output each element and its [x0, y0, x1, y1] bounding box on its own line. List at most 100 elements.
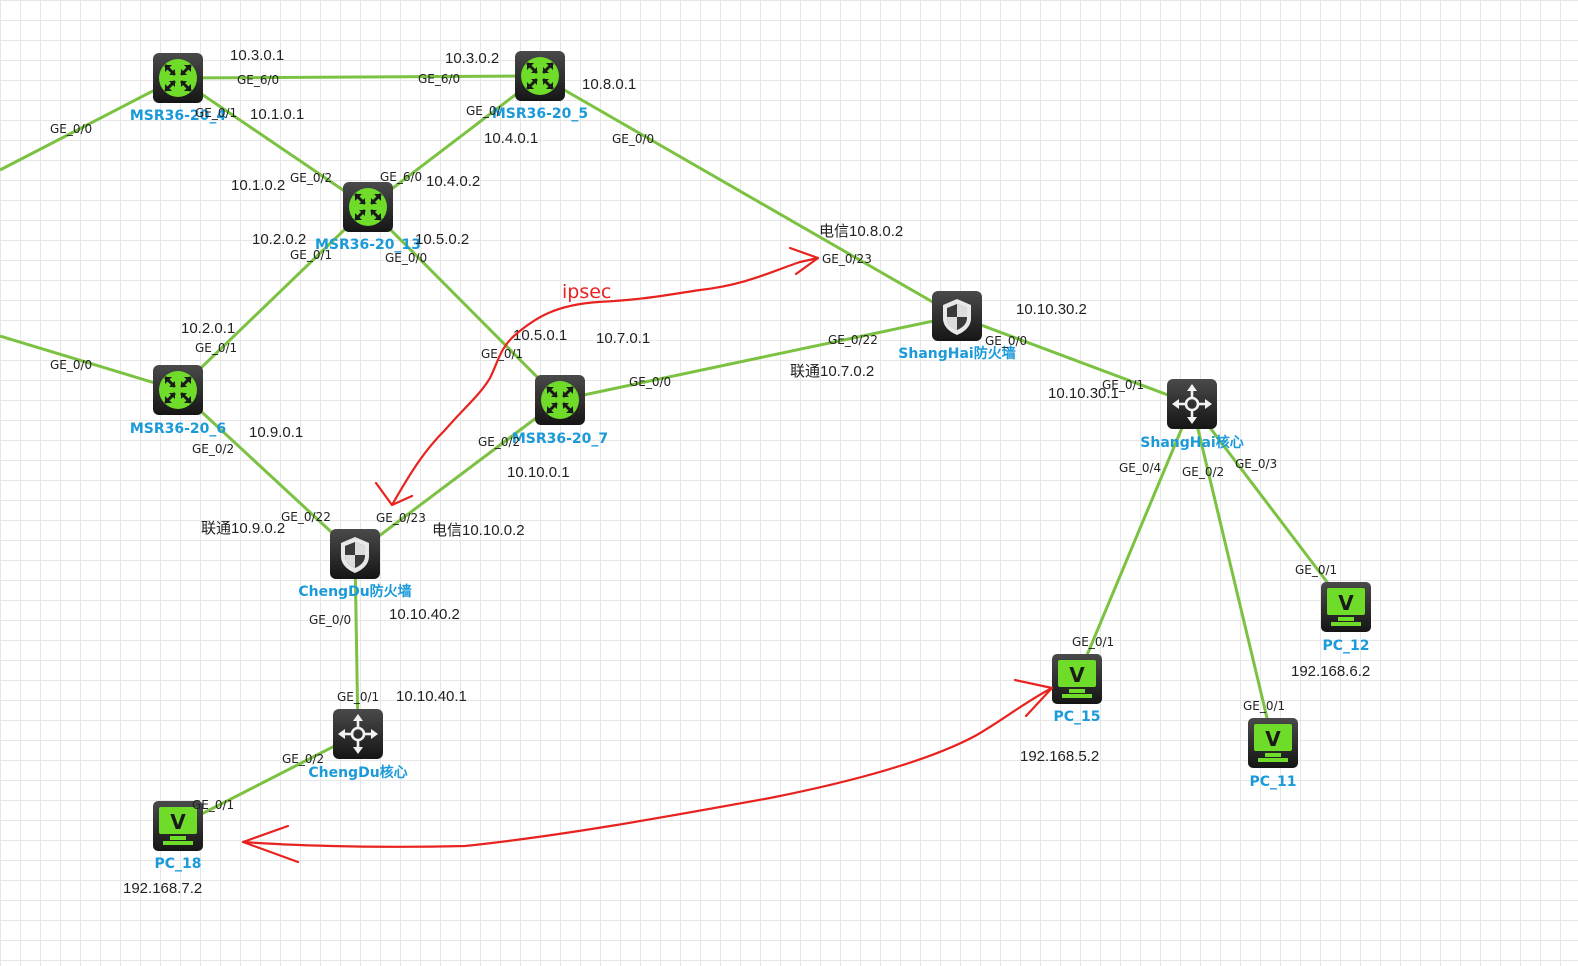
port-label: GE_0/1: [195, 341, 237, 355]
port-label: GE_0/0: [309, 613, 351, 627]
arrow-head-pc15: [1013, 678, 1054, 718]
port-label: GE_0/2: [290, 171, 332, 185]
router-icon: [513, 49, 567, 103]
pc-12[interactable]: [1321, 582, 1371, 632]
ip-label: 10.10.40.1: [396, 688, 467, 705]
link-msr13-msr6: [176, 205, 370, 392]
ipsec-tunnel-arrow: [390, 256, 820, 507]
link-msr7-cdfw: [354, 398, 561, 556]
port-label: GE_0/0: [985, 334, 1027, 348]
ip-label: 联通10.7.0.2: [790, 363, 874, 380]
router-msr36-20-6[interactable]: [151, 363, 205, 417]
router-icon: [533, 373, 587, 427]
core-switch-chengdu[interactable]: [331, 707, 385, 761]
port-label: GE_0/0: [50, 122, 92, 136]
link-shcore-pc15: [1075, 403, 1194, 680]
ip-label: 10.4.0.2: [426, 173, 480, 190]
link-msr7-shfw: [559, 314, 958, 402]
ip-label: 10.10.30.1: [1048, 385, 1119, 402]
port-label: GE_0/1: [192, 798, 234, 812]
core-switch-icon: [1165, 377, 1219, 431]
port-label: GE_0/2: [282, 752, 324, 766]
ip-label: 10.2.0.2: [252, 231, 306, 248]
device-label: ChengDu核心: [308, 764, 407, 781]
arrow-head-right: [788, 246, 820, 276]
ip-label: 10.10.40.2: [389, 606, 460, 623]
ip-labels: 10.3.0.1 10.3.0.2 10.8.0.1 10.1.0.1 10.4…: [123, 47, 1370, 897]
link-shcore-pc11: [1190, 403, 1275, 744]
router-msr36-20-13[interactable]: [341, 180, 395, 234]
port-label: GE_0/2: [1182, 465, 1224, 479]
firewall-shanghai[interactable]: [932, 291, 982, 341]
port-label: GE_6/0: [418, 72, 460, 86]
device-label: MSR36-20_5: [492, 106, 588, 122]
device-label: PC_12: [1322, 638, 1369, 654]
pc18-pc15-arrow: [241, 686, 1054, 848]
port-label: GE_0/22: [281, 510, 331, 524]
router-msr36-20-7[interactable]: [533, 373, 587, 427]
firewall-chengdu[interactable]: [330, 529, 380, 579]
device-labels: MSR36-20_4 MSR36-20_5 MSR36-20_13 MSR36-…: [130, 106, 1370, 872]
device-label: ShangHai核心: [1140, 434, 1243, 451]
port-label: GE_0/4: [1119, 461, 1161, 475]
port-label: GE_0/1: [481, 347, 523, 361]
port-label: GE_0/0: [385, 251, 427, 265]
device-label: MSR36-20_6: [130, 421, 226, 437]
firewall-shield-icon: [330, 529, 380, 579]
device-label: ChengDu防火墙: [298, 583, 411, 600]
router-msr36-20-5[interactable]: [513, 49, 567, 103]
link-msr6-cdfw: [176, 388, 357, 556]
ip-label: 192.168.5.2: [1020, 748, 1099, 765]
port-label: GE_0/0: [629, 375, 671, 389]
port-label: GE_0/1: [1102, 378, 1144, 392]
ip-label: 10.10.30.2: [1016, 301, 1087, 318]
link-msr5-shfw: [539, 74, 958, 318]
ipsec-annotation: ipsec: [374, 246, 820, 507]
port-label: GE_0/1: [1243, 699, 1285, 713]
port-label: GE_0/23: [376, 511, 426, 525]
port-label: GE_0/1: [1295, 563, 1337, 577]
pc-traffic-annotation: [241, 678, 1054, 864]
link-msr4-offscreen: [0, 76, 179, 172]
pc-15[interactable]: [1052, 654, 1102, 704]
pc-monitor-icon: [1321, 582, 1371, 632]
router-icon: [341, 180, 395, 234]
ip-label: 联通10.9.0.2: [201, 520, 285, 537]
firewall-shield-icon: [932, 291, 982, 341]
core-switch-icon: [331, 707, 385, 761]
router-msr36-20-4[interactable]: [151, 51, 205, 105]
router-icon: [151, 363, 205, 417]
device-label: PC_11: [1249, 774, 1296, 790]
arrow-head-left: [374, 481, 414, 507]
router-icon: [151, 51, 205, 105]
ip-label: 10.8.0.1: [582, 76, 636, 93]
ip-label: 10.10.0.1: [507, 464, 570, 481]
device-label: MSR36-20_7: [512, 431, 608, 447]
port-label: GE_0/1: [290, 248, 332, 262]
ipsec-label: ipsec: [562, 281, 611, 303]
port-label: GE_0/1: [195, 106, 237, 120]
link-msr6-offscreen: [0, 334, 179, 392]
port-label: GE_0/2: [192, 442, 234, 456]
pc-11[interactable]: [1248, 718, 1298, 768]
ip-label: 192.168.6.2: [1291, 663, 1370, 680]
link-shcore-pc12: [1190, 403, 1348, 608]
ip-label: 10.4.0.1: [484, 130, 538, 147]
device-label: MSR36-20_4: [130, 108, 227, 124]
core-switch-shanghai[interactable]: [1165, 377, 1219, 431]
port-label: GE_0/: [466, 104, 502, 118]
link-shfw-shcore: [956, 314, 1193, 406]
port-label: GE_0/2: [478, 435, 520, 449]
device-label: MSR36-20_13: [315, 237, 421, 253]
arrow-head-pc18: [241, 824, 300, 864]
ip-label: 10.5.0.1: [513, 327, 567, 344]
port-label: GE_0/1: [1072, 635, 1114, 649]
link-cdfw-cdcore: [353, 553, 360, 735]
ip-label: 10.3.0.2: [445, 50, 499, 67]
port-label: GE_0/0: [50, 358, 92, 372]
link-msr4-msr13: [177, 76, 369, 209]
port-label: GE_0/0: [612, 132, 654, 146]
port-label: GE_0/1: [337, 690, 379, 704]
device-label: ShangHai防火墙: [898, 345, 1015, 362]
